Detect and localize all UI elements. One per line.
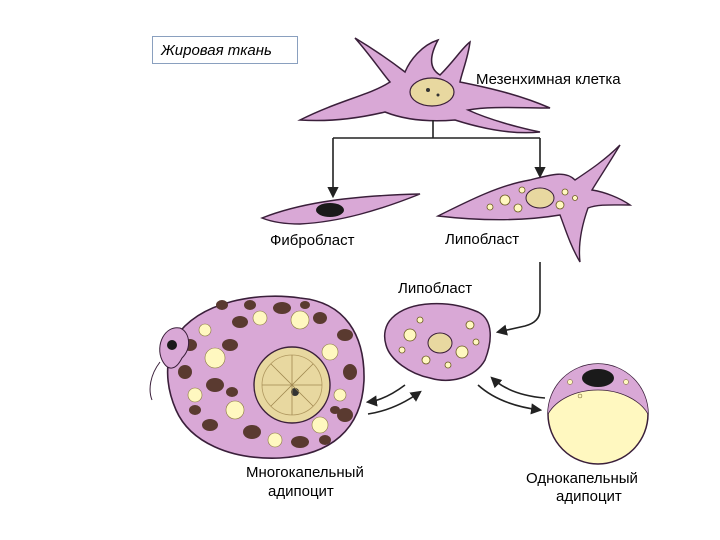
label-lipoblast-lower: Липобласт <box>398 280 472 297</box>
label-lipoblast-upper: Липобласт <box>445 231 519 248</box>
slide-title: Жировая ткань <box>152 36 298 64</box>
fibroblast-cell <box>260 193 421 225</box>
arrows-to-multilocular <box>365 384 422 415</box>
nucleus <box>409 77 455 107</box>
label-unilocular-line1: Однокапельный <box>526 470 638 487</box>
nucleus <box>316 203 344 217</box>
label-multilocular-line1: Многокапельный <box>246 464 364 481</box>
branch-arrows <box>327 120 546 199</box>
arrows-to-unilocular <box>477 376 546 415</box>
unilocular-adipocyte <box>547 363 649 465</box>
lipoblast-upper-cell <box>435 144 633 263</box>
label-unilocular-line2: адипоцит <box>556 488 622 505</box>
arrow-to-lipoblast <box>495 262 541 336</box>
mesenchymal-cell <box>297 37 551 134</box>
label-fibroblast: Фибробласт <box>270 232 355 249</box>
label-mesenchymal-cell: Мезенхимная клетка <box>476 71 621 88</box>
multilocular-adipocyte <box>149 295 365 459</box>
lipoblast-lower-cell <box>383 302 491 381</box>
label-multilocular-line2: адипоцит <box>268 483 334 500</box>
